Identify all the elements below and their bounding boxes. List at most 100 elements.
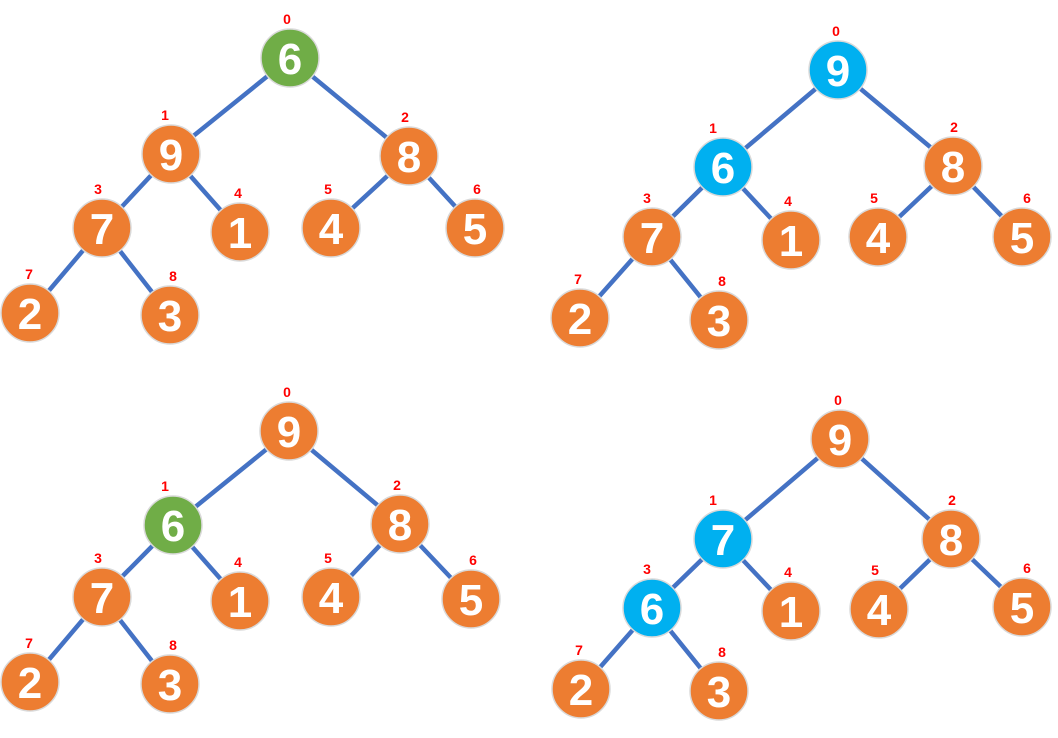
tree-bottom-right-node-0-index-label: 0 bbox=[834, 392, 842, 408]
tree-top-left-node-6: 56 bbox=[445, 181, 505, 258]
tree-bottom-right-node-7-circle bbox=[551, 659, 611, 719]
tree-top-right-node-5-index-label: 5 bbox=[870, 190, 878, 206]
tree-bottom-left-node-1-value: 6 bbox=[161, 502, 185, 551]
tree-bottom-left-node-2-value: 8 bbox=[388, 501, 412, 550]
tree-bottom-right-node-5-value: 4 bbox=[867, 586, 892, 635]
tree-bottom-right-node-0-circle bbox=[810, 409, 870, 469]
tree-top-left-node-4: 14 bbox=[210, 185, 270, 262]
tree-top-left-node-1-index-label: 1 bbox=[161, 107, 169, 123]
tree-bottom-left-node-5-value: 4 bbox=[319, 574, 344, 623]
tree-top-right-node-8-index-label: 8 bbox=[718, 273, 726, 289]
tree-top-left-node-0: 60 bbox=[260, 11, 320, 88]
tree-top-right-node-3-value: 7 bbox=[640, 214, 664, 263]
tree-bottom-right-node-4-circle bbox=[761, 581, 821, 641]
tree-top-right-node-1-circle bbox=[693, 137, 753, 197]
tree-top-right-node-5-value: 4 bbox=[866, 214, 891, 263]
tree-bottom-right-node-2-circle bbox=[921, 509, 981, 569]
tree-top-right-node-0: 90 bbox=[808, 23, 868, 100]
tree-bottom-right-node-0-value: 9 bbox=[828, 416, 852, 465]
tree-bottom-left-node-6-value: 5 bbox=[459, 576, 483, 625]
tree-bottom-right-node-6-index-label: 6 bbox=[1023, 560, 1031, 576]
tree-bottom-right-node-0: 90 bbox=[810, 392, 870, 469]
tree-top-right-node-1: 61 bbox=[693, 120, 753, 197]
tree-top-right-node-8-value: 3 bbox=[707, 297, 731, 346]
tree-bottom-right-node-3-index-label: 3 bbox=[643, 561, 651, 577]
tree-top-left-node-7-index-label: 7 bbox=[25, 266, 33, 282]
tree-bottom-right-node-5-index-label: 5 bbox=[871, 562, 879, 578]
tree-top-left-node-8-circle bbox=[140, 285, 200, 345]
tree-bottom-right-node-3: 63 bbox=[622, 561, 682, 638]
tree-bottom-left-node-4-circle bbox=[210, 571, 270, 631]
tree-bottom-left-node-4-value: 1 bbox=[228, 578, 252, 627]
tree-bottom-right-node-7-value: 2 bbox=[569, 666, 593, 715]
tree-bottom-right-node-3-circle bbox=[622, 578, 682, 638]
tree-top-left-node-3-circle bbox=[72, 198, 132, 258]
tree-top-right-node-0-circle bbox=[808, 40, 868, 100]
tree-top-left-node-5: 45 bbox=[301, 181, 361, 258]
tree-bottom-right-node-8-value: 3 bbox=[707, 668, 731, 717]
tree-top-left-node-7-value: 2 bbox=[18, 290, 42, 339]
tree-top-right-node-7-index-label: 7 bbox=[574, 271, 582, 287]
tree-bottom-left-node-8-index-label: 8 bbox=[169, 637, 177, 653]
tree-top-right-node-0-value: 9 bbox=[826, 47, 850, 96]
tree-top-left-node-3-index-label: 3 bbox=[94, 181, 102, 197]
tree-bottom-right-node-3-value: 6 bbox=[640, 585, 664, 634]
tree-bottom-left-node-2-circle bbox=[370, 494, 430, 554]
tree-top-right-node-6: 56 bbox=[992, 190, 1052, 267]
tree-bottom-left-node-5: 45 bbox=[301, 550, 361, 627]
tree-bottom-left-node-3: 73 bbox=[72, 550, 132, 627]
tree-top-right-node-3: 73 bbox=[622, 190, 682, 267]
tree-top-right-node-3-circle bbox=[622, 207, 682, 267]
tree-top-right-node-4: 14 bbox=[761, 193, 821, 270]
tree-bottom-left-node-0-value: 9 bbox=[277, 408, 301, 457]
tree-top-left-node-7-circle bbox=[0, 283, 60, 343]
tree-top-right-node-0-index-label: 0 bbox=[832, 23, 840, 39]
tree-bottom-left-node-6: 56 bbox=[441, 552, 501, 629]
tree-bottom-right-node-1-index-label: 1 bbox=[709, 492, 717, 508]
tree-top-right-node-4-circle bbox=[761, 210, 821, 270]
tree-top-right-node-3-index-label: 3 bbox=[643, 190, 651, 206]
tree-top-left-node-1: 91 bbox=[141, 107, 201, 184]
tree-bottom-right-node-6: 56 bbox=[992, 560, 1052, 637]
tree-top-right-node-8: 38 bbox=[689, 273, 749, 350]
tree-top-right-node-7: 27 bbox=[550, 271, 610, 348]
tree-top-left-node-8: 38 bbox=[140, 268, 200, 345]
tree-bottom-right-node-7-index-label: 7 bbox=[575, 642, 583, 658]
tree-bottom-right-node-4-value: 1 bbox=[779, 588, 803, 637]
tree-top-left-node-2-index-label: 2 bbox=[401, 109, 409, 125]
tree-bottom-left-node-1-circle bbox=[143, 495, 203, 555]
tree-top-left-node-5-value: 4 bbox=[319, 205, 344, 254]
tree-top-right-node-4-value: 1 bbox=[779, 217, 803, 266]
tree-bottom-right-node-4-index-label: 4 bbox=[784, 564, 792, 580]
tree-bottom-right-node-6-circle bbox=[992, 577, 1052, 637]
tree-top-left-node-4-index-label: 4 bbox=[234, 185, 242, 201]
tree-top-right-node-6-index-label: 6 bbox=[1023, 190, 1031, 206]
tree-top-left-node-1-circle bbox=[141, 124, 201, 184]
tree-top-left-node-2-value: 8 bbox=[397, 133, 421, 182]
tree-top-right-node-2-circle bbox=[923, 136, 983, 196]
tree-bottom-left-node-0: 90 bbox=[259, 384, 319, 461]
tree-top-left-node-7: 27 bbox=[0, 266, 60, 343]
tree-top-left-node-6-value: 5 bbox=[463, 205, 487, 254]
tree-bottom-left-node-7: 27 bbox=[0, 635, 60, 712]
tree-bottom-left-node-4: 14 bbox=[210, 554, 270, 631]
tree-top-left-node-0-value: 6 bbox=[278, 35, 302, 84]
tree-top-right-node-8-circle bbox=[689, 290, 749, 350]
tree-bottom-left-node-8: 38 bbox=[140, 637, 200, 714]
tree-top-left-node-3-value: 7 bbox=[90, 205, 114, 254]
tree-top-left-node-6-index-label: 6 bbox=[473, 181, 481, 197]
tree-top-right-node-2-value: 8 bbox=[941, 143, 965, 192]
tree-top-left-node-0-circle bbox=[260, 28, 320, 88]
tree-bottom-right-node-1: 71 bbox=[693, 492, 753, 569]
tree-top-left-node-5-circle bbox=[301, 198, 361, 258]
tree-top-left-node-2-circle bbox=[379, 126, 439, 186]
tree-bottom-left-node-4-index-label: 4 bbox=[234, 554, 242, 570]
tree-top-left-node-4-circle bbox=[210, 202, 270, 262]
tree-bottom-left-node-0-circle bbox=[259, 401, 319, 461]
tree-bottom-left-node-7-value: 2 bbox=[18, 659, 42, 708]
tree-top-right-node-5-circle bbox=[848, 207, 908, 267]
